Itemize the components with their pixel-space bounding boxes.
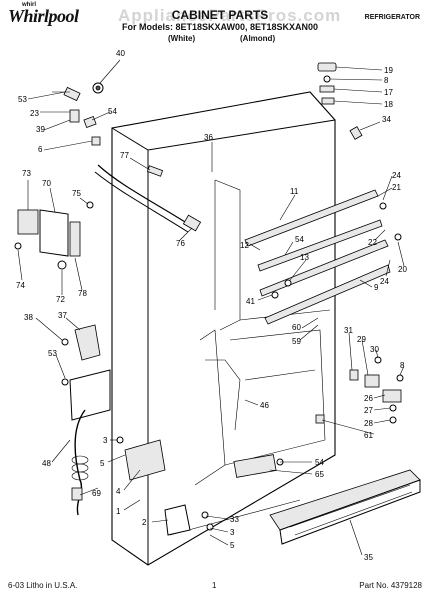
color-almond-label: (Almond) [240,34,276,43]
callout-5: 5 [230,541,235,550]
callout-54: 54 [108,107,117,116]
callout-77: 77 [120,151,129,160]
callout-61: 61 [364,431,373,440]
callout-29: 29 [357,335,366,344]
callout-48: 48 [42,459,51,468]
bottom-front-parts [116,436,214,536]
cabinet-shell [111,91,336,566]
callout-24: 24 [392,171,401,180]
toe-grille [269,469,421,545]
callout-27: 27 [364,406,373,415]
footer-part-number: Part No. 4379128 [359,581,422,590]
callout-69: 69 [92,489,101,498]
callout-9: 9 [374,283,379,292]
power-cord [71,409,89,516]
callout-26: 26 [364,394,373,403]
callout-8: 8 [384,76,389,85]
callout-53: 53 [18,95,27,104]
callout-19: 19 [384,66,393,75]
callout-8: 8 [400,361,405,370]
footer-page-number: 1 [212,581,217,590]
callout-78: 78 [78,289,87,298]
callout-4: 4 [116,487,121,496]
callout-21: 21 [392,183,401,192]
callout-72: 72 [56,295,65,304]
callout-54: 54 [295,235,304,244]
lower-right-hinge-parts [315,356,404,424]
callout-18: 18 [384,100,393,109]
callout-73: 73 [22,169,31,178]
callout-23: 23 [30,109,39,118]
callout-59: 59 [292,337,301,346]
callout-20: 20 [398,265,407,274]
bottom-right-bracket [233,454,284,478]
page-title: CABINET PARTS [171,8,269,22]
callout-75: 75 [72,189,81,198]
callout-74: 74 [16,281,25,290]
callout-53: 53 [48,349,57,358]
callout-37: 37 [58,311,67,320]
callout-22: 22 [368,238,377,247]
callout-24: 24 [380,277,389,286]
callout-34: 34 [382,115,391,124]
callout-28: 28 [364,419,373,428]
footer-litho: 6-03 Litho in U.S.A. [8,581,78,590]
leader-lines [17,59,405,556]
callout-60: 60 [292,323,301,332]
model-subtitle: For Models: 8ET18SKXAW00, 8ET18SKXAN00 [121,22,319,32]
brand-superscript: whirl [22,2,37,8]
upper-left-small-parts [52,82,104,146]
callout-1: 1 [116,507,121,516]
callout-30: 30 [370,345,379,354]
callout-2: 2 [142,518,147,527]
brand-logo: Whirlpool [8,6,79,26]
callout-39: 39 [36,125,45,134]
callout-65: 65 [315,470,324,479]
control-box [14,201,94,270]
callout-labels: 53 40 23 54 39 6 19 8 17 18 34 36 77 73 … [16,49,407,562]
callout-3: 3 [103,436,108,445]
callout-5: 5 [100,459,105,468]
callout-41: 41 [246,297,255,306]
callout-38: 38 [24,313,33,322]
callout-40: 40 [116,49,125,58]
callout-33: 33 [230,515,239,524]
center-rails [244,189,402,325]
callout-12: 12 [240,241,249,250]
callout-6: 6 [38,145,43,154]
callout-31: 31 [344,326,353,335]
callout-11: 11 [290,187,299,196]
category-label: REFRIGERATOR [364,14,420,21]
callout-36: 36 [204,133,213,142]
wire-harness [94,164,202,233]
color-white-label: (White) [168,34,196,43]
callout-54: 54 [315,458,324,467]
callout-76: 76 [176,239,185,248]
lower-left-bracket [61,324,111,421]
callout-13: 13 [300,253,309,262]
callout-46: 46 [260,401,269,410]
watermark: AppliancePartsPros.com [118,6,342,25]
callout-3: 3 [230,528,235,537]
callout-17: 17 [384,88,393,97]
callout-35: 35 [364,553,373,562]
callout-70: 70 [42,179,51,188]
